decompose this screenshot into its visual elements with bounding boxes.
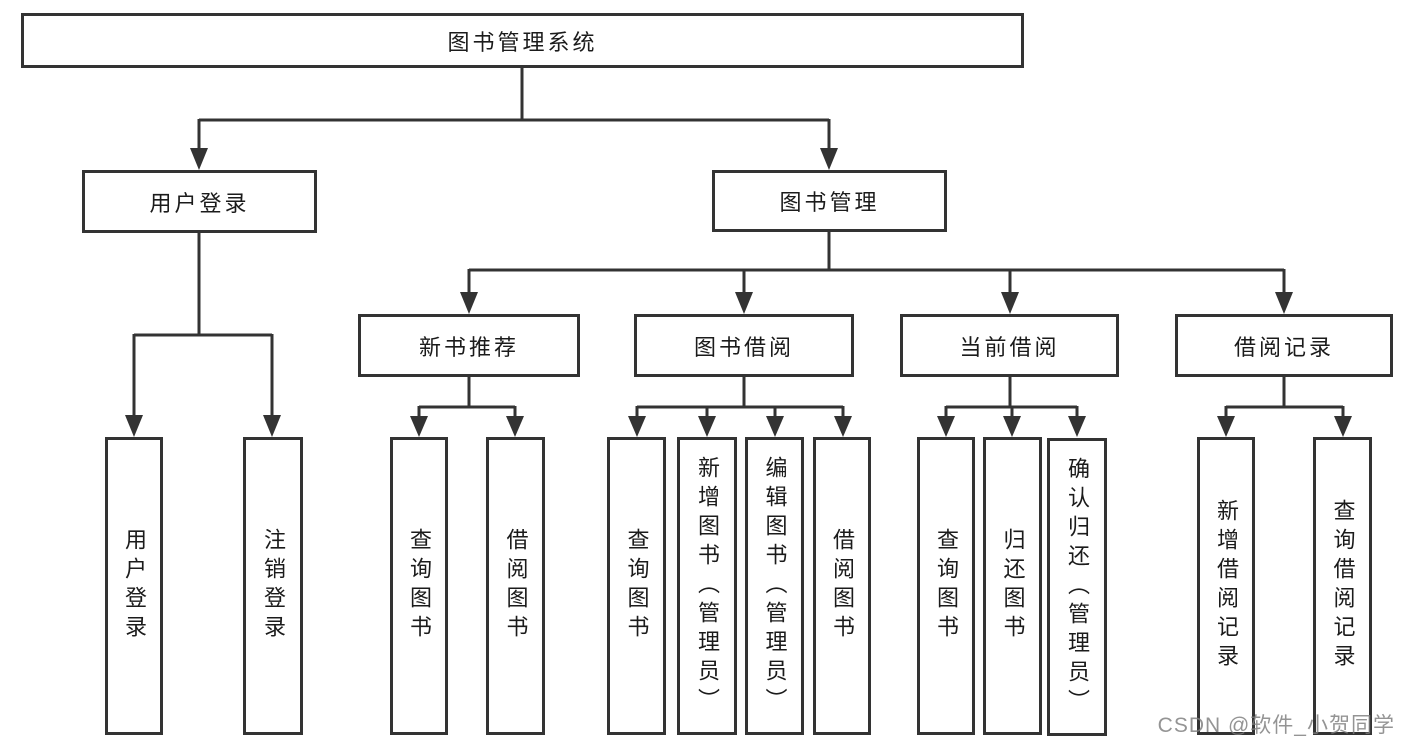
leaf-label: 借阅图书 (830, 528, 855, 644)
leaf-label: 新增借阅记录 (1214, 499, 1239, 673)
leaf-label: 用户登录 (122, 528, 147, 644)
leaf-label: 借阅图书 (503, 528, 529, 644)
leaf-query-borrow-record: 查询借阅记录 (1313, 437, 1372, 735)
leaf-query-books-1: 查询图书 (390, 437, 448, 735)
leaf-label: 编辑图书（管理员） (762, 455, 788, 717)
node-book-management: 图书管理 (712, 170, 947, 232)
leaf-return-book: 归还图书 (983, 437, 1042, 735)
leaf-add-borrow-record: 新增借阅记录 (1197, 437, 1255, 735)
leaf-add-book-admin: 新增图书（管理员） (677, 437, 737, 735)
node-current-borrowing: 当前借阅 (900, 314, 1119, 377)
leaf-label: 查询借阅记录 (1330, 499, 1356, 673)
leaf-query-books-3: 查询图书 (917, 437, 975, 735)
leaf-label: 查询图书 (624, 528, 650, 644)
leaf-edit-book-admin: 编辑图书（管理员） (745, 437, 804, 735)
leaf-borrow-books-2: 借阅图书 (813, 437, 871, 735)
leaf-logout: 注销登录 (243, 437, 303, 735)
watermark: CSDN @软件_小贺同学 (1157, 714, 1395, 737)
node-borrowing-records: 借阅记录 (1175, 314, 1393, 377)
node-book-borrowing: 图书借阅 (634, 314, 854, 377)
leaf-label: 注销登录 (261, 528, 286, 644)
leaf-label: 确认归还（管理员） (1065, 456, 1090, 718)
leaf-label: 查询图书 (407, 528, 432, 644)
node-user-login: 用户登录 (82, 170, 317, 233)
leaf-query-books-2: 查询图书 (607, 437, 666, 735)
node-library-system: 图书管理系统 (21, 13, 1024, 68)
leaf-label: 新增图书（管理员） (695, 455, 720, 717)
leaf-label: 查询图书 (934, 528, 959, 644)
leaf-confirm-return-admin: 确认归还（管理员） (1047, 438, 1107, 736)
leaf-borrow-books-1: 借阅图书 (486, 437, 545, 735)
leaf-label: 归还图书 (1000, 528, 1026, 644)
node-new-book-recommend: 新书推荐 (358, 314, 580, 377)
leaf-user-login: 用户登录 (105, 437, 163, 735)
